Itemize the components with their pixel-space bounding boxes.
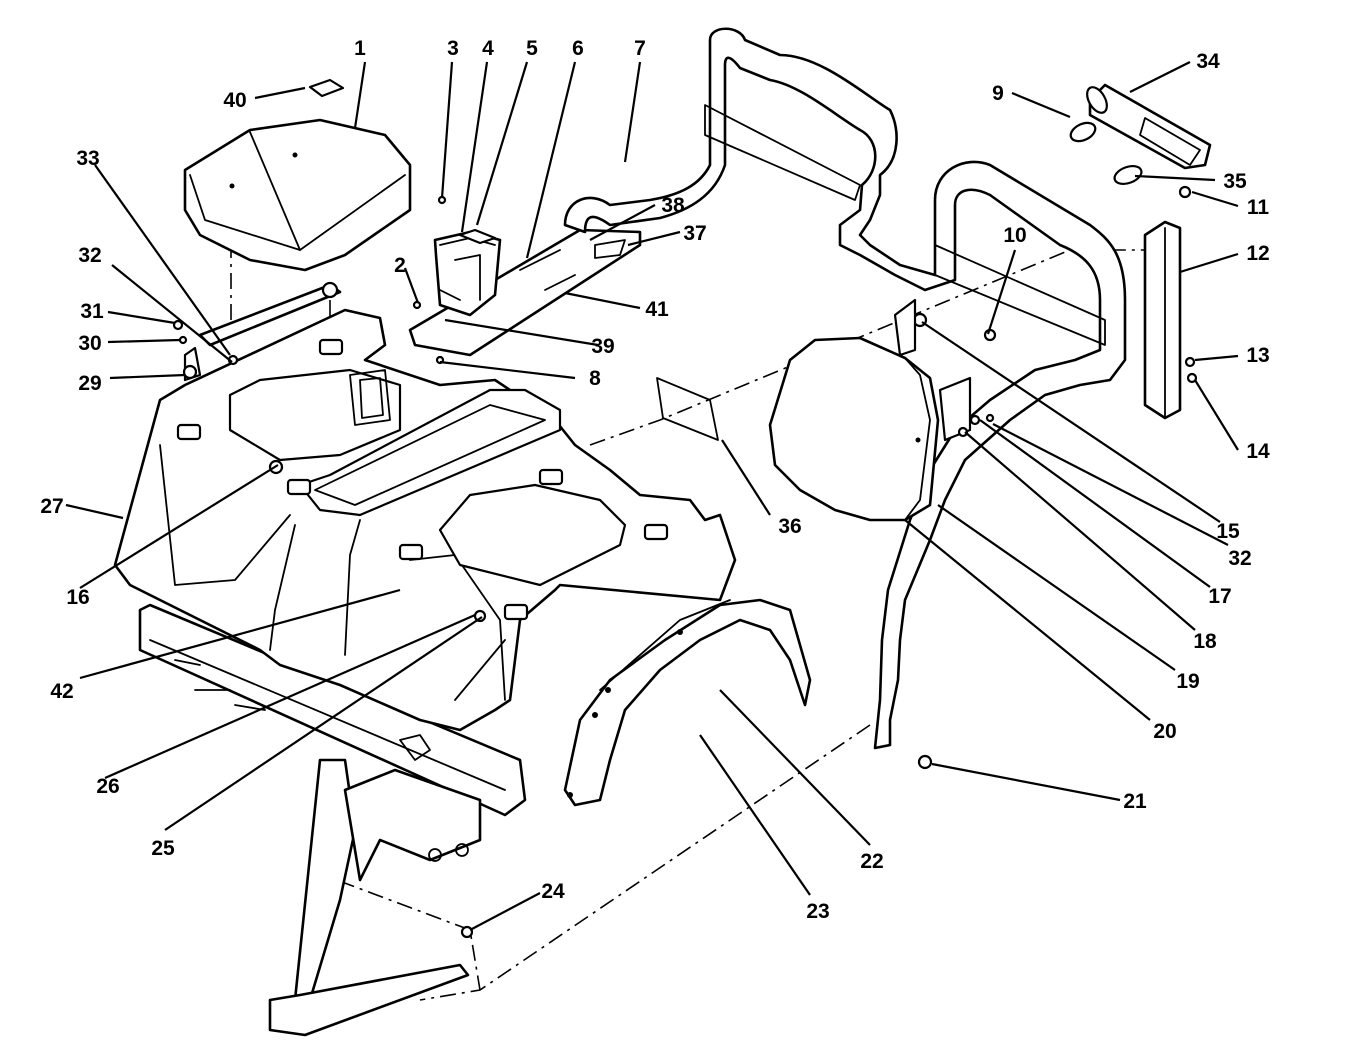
callout-17: 17	[1208, 585, 1231, 608]
callout-19: 19	[1176, 670, 1199, 693]
clamps	[1069, 121, 1143, 186]
callout-13: 13	[1246, 344, 1269, 367]
callout-2: 2	[394, 254, 406, 277]
callout-34: 34	[1196, 50, 1220, 73]
callout-21: 21	[1123, 790, 1147, 813]
leader-lines	[65, 61, 1239, 931]
decal-panel	[656, 377, 719, 441]
rear-cover	[1143, 220, 1198, 420]
callout-6: 6	[572, 37, 584, 60]
callout-32a: 32	[78, 244, 101, 267]
callout-9: 9	[992, 82, 1004, 105]
hardware	[268, 328, 997, 939]
callout-42: 42	[50, 680, 73, 703]
callout-1: 1	[354, 37, 366, 60]
callout-27: 27	[40, 495, 63, 518]
callout-5: 5	[526, 37, 538, 60]
callout-38: 38	[661, 194, 685, 217]
callout-labels: 1 2 3 4 5 6 7 8 9 10 11 12 13 14 15 16 1…	[40, 37, 1270, 923]
callout-32b: 32	[1228, 547, 1251, 570]
callout-39: 39	[591, 335, 614, 358]
callout-22: 22	[860, 850, 883, 873]
hinge-brackets	[893, 298, 972, 442]
callout-26: 26	[96, 775, 119, 798]
callout-16: 16	[66, 586, 89, 609]
callout-37: 37	[683, 222, 706, 245]
fuel-tank	[768, 336, 940, 522]
canister	[1086, 83, 1212, 170]
front-frame	[138, 603, 527, 1037]
callout-12: 12	[1246, 242, 1269, 265]
callout-30: 30	[78, 332, 101, 355]
callout-40: 40	[223, 89, 246, 112]
callout-10: 10	[1003, 224, 1026, 247]
roll-bar	[563, 27, 1192, 750]
callout-29: 29	[78, 372, 101, 395]
callout-8: 8	[589, 367, 601, 390]
callout-23: 23	[806, 900, 829, 923]
callout-41: 41	[645, 298, 669, 321]
callout-4: 4	[482, 37, 494, 60]
callout-31: 31	[80, 300, 104, 323]
seat-cushion	[183, 118, 412, 272]
callout-20: 20	[1153, 720, 1176, 743]
callout-11: 11	[1247, 196, 1270, 219]
callout-24: 24	[541, 880, 565, 903]
callout-3: 3	[447, 37, 459, 60]
callout-33: 33	[76, 147, 99, 170]
callout-7: 7	[634, 37, 646, 60]
callout-36: 36	[778, 515, 801, 538]
callout-25: 25	[151, 837, 175, 860]
callout-35: 35	[1223, 170, 1247, 193]
callout-15: 15	[1216, 520, 1240, 543]
decal	[308, 78, 345, 98]
callout-14: 14	[1246, 440, 1270, 463]
callout-18: 18	[1193, 630, 1217, 653]
fender	[563, 598, 812, 807]
